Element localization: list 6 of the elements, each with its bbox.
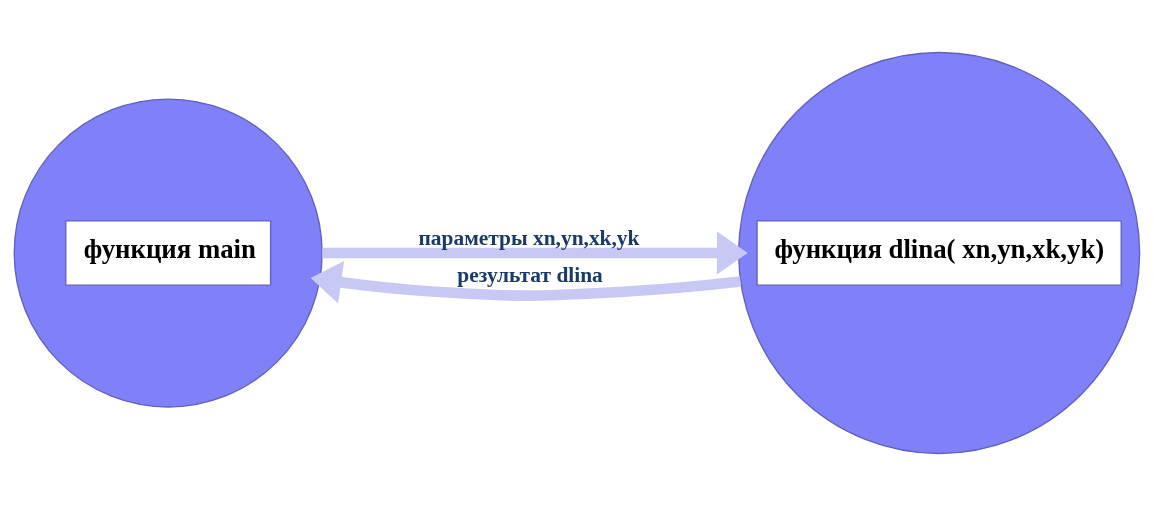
edge-label: результат dlina [457, 262, 603, 287]
node-circle: функция main [13, 97, 323, 408]
arrow [322, 230, 748, 275]
node-circle: функция dlina( xn,yn,xk,yk) [738, 51, 1141, 454]
edge-label: параметры xn,yn,xk,yk [418, 225, 640, 250]
arrow [310, 260, 742, 304]
